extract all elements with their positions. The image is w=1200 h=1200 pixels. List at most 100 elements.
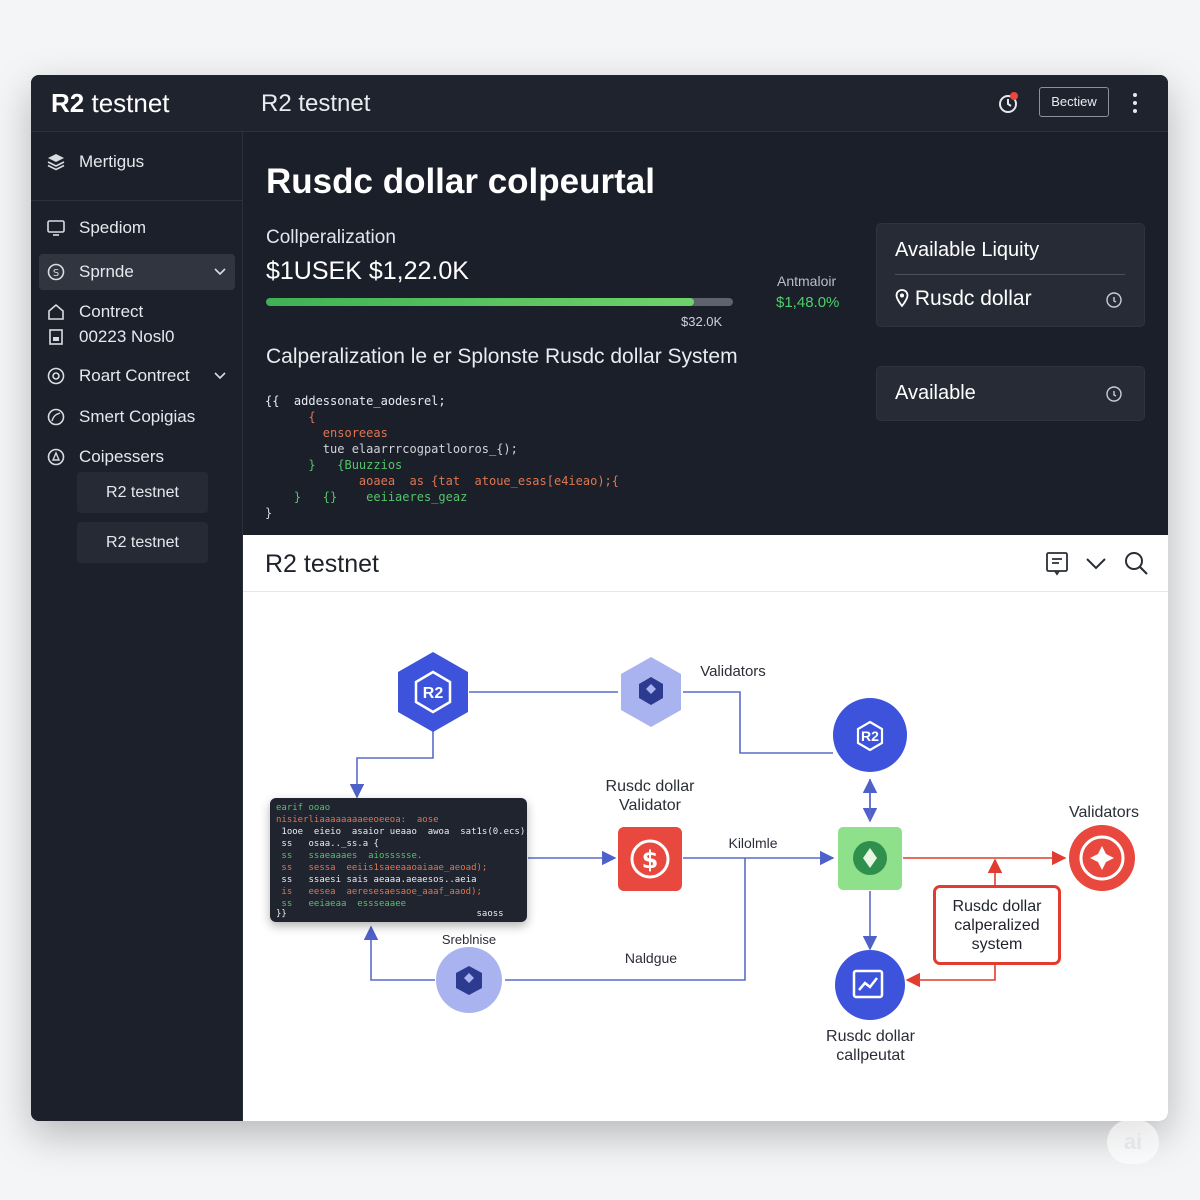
code-line: ensoreeas — [265, 426, 388, 440]
top-bar: R2 testnet R2 testnet Bectiew — [31, 75, 1168, 132]
edge-naldgue — [505, 858, 746, 981]
location-pin-icon — [895, 289, 909, 308]
panel-header: R2 testnet — [243, 535, 1168, 592]
sidebar-item-label: Sprnde — [79, 262, 134, 281]
sidebar-subitem-r2-testnet-2[interactable]: R2 testnet — [77, 522, 208, 563]
validators-right-label: Validators — [1069, 804, 1139, 821]
bottom-label-line-2: callpeutat — [836, 1047, 905, 1064]
page-title: Rusdc dollar colpeurtal — [266, 162, 655, 201]
sidebar-item-label: Smert Copigias — [79, 407, 196, 426]
sidebar-item-smert-copigias[interactable]: Smert Copigias — [39, 399, 235, 435]
green-validator-node[interactable] — [838, 827, 902, 890]
code-line: { — [265, 410, 316, 424]
chevron-down-icon[interactable] — [1083, 550, 1109, 576]
panel-title: R2 testnet — [265, 550, 379, 578]
sidebar-item-coipessers[interactable]: Coipessers — [39, 439, 235, 475]
validators-red-node[interactable] — [1069, 825, 1135, 891]
info-icon[interactable] — [1106, 386, 1122, 402]
code-line: }} saoss — [276, 909, 504, 919]
sidebar-item-spediom[interactable]: Spediom — [39, 210, 235, 246]
brand-logo[interactable]: R2 testnet — [51, 88, 170, 119]
progress-amount: $32.0K — [681, 314, 723, 329]
code-line: nisierliaaaaaaaaeeoeeoa: aose — [276, 815, 439, 825]
sidebar-item-roart-contrect[interactable]: Roart Contrect — [39, 358, 235, 394]
stablise-label: Sreblnise — [441, 932, 497, 947]
sidebar-item-label: Roart Contrect — [79, 366, 190, 385]
code-line: } {} eeiiaeres_geaz — [265, 490, 468, 504]
contract-code-block: earif ooao nisierliaaaaaaaaeeoeeoa: aose… — [270, 798, 531, 922]
ethereum-icon — [863, 848, 877, 868]
code-line: {{ addessonate_aodesrel; — [265, 394, 446, 408]
code-line: aoaea as {tat atoue_esas[e4ieao);{ — [265, 474, 620, 488]
code-line: is eesea aeresesaesaoe_aaaf_aaod); — [276, 887, 482, 897]
bottom-label-line-1: Rusdc dollar — [826, 1028, 915, 1045]
available-liquidity-card[interactable]: Available Liquity Rusdc dollar — [876, 223, 1145, 327]
ai-watermark: ai — [1107, 1120, 1159, 1164]
validator-hexagon-node[interactable] — [621, 657, 681, 727]
code-line: ss sessa eeiis1saeeaaoaiaae_aeoad); — [276, 863, 488, 873]
svg-text:S: S — [53, 268, 59, 279]
more-menu-icon[interactable] — [1129, 91, 1141, 115]
collateral-label: Collperalization — [266, 227, 396, 248]
sidebar-item-sprnde[interactable]: S Sprnde — [39, 254, 235, 290]
edge-validator-to-r2-node — [683, 691, 833, 754]
available-card[interactable]: Available — [876, 366, 1145, 421]
top-action-button[interactable]: Bectiew — [1039, 87, 1109, 117]
code-line: earif ooao — [276, 803, 331, 813]
search-icon[interactable] — [1123, 550, 1149, 576]
sidebar-item-label: 00223 Nosl0 — [79, 327, 175, 346]
code-line: tue elaarrrcogpatlooros_{); — [265, 442, 518, 456]
sidebar-subitem-r2-testnet-1[interactable]: R2 testnet — [77, 472, 208, 513]
window-title: R2 testnet — [261, 90, 371, 117]
collateralized-system-box[interactable]: Rusdc dollar calperalized system — [933, 885, 1061, 965]
main-overview: Rusdc dollar colpeurtal Collperalization… — [243, 132, 1168, 535]
sidebar-item-contrect[interactable]: Contrect — [39, 294, 235, 330]
collateral-value: $1USEK $1,22.0K — [266, 257, 469, 285]
edge-stablise-to-code — [363, 925, 435, 981]
dollar-validator-node[interactable]: $ — [618, 827, 682, 891]
token-icon — [47, 367, 65, 385]
card-divider — [895, 274, 1125, 275]
sidebar-divider — [31, 200, 242, 201]
collateral-circle-node[interactable] — [835, 950, 905, 1020]
naldgue-label: Naldgue — [624, 950, 678, 966]
code-line: } {Buuzzios — [265, 458, 403, 472]
stablise-hexagon-node[interactable] — [436, 947, 502, 1013]
r2-node-label: R2 — [423, 685, 444, 702]
r2-hexagon-node[interactable]: R2 — [398, 652, 468, 732]
code-line: ss ssaeaaaes aiossssse. — [276, 851, 423, 861]
clipboard-icon[interactable] — [1044, 550, 1070, 576]
redbox-line-2: calperalized — [954, 917, 1040, 934]
validators-top-label: Validators — [700, 663, 766, 680]
sidebar-item-mertigus[interactable]: Mertigus — [39, 144, 235, 180]
sidebar-item-00223[interactable]: 00223 Nosl0 — [39, 319, 235, 355]
code-snippet: {{ addessonate_aodesrel; { ensoreeas tue… — [265, 394, 685, 524]
validator-label-line-2: Validator — [619, 797, 681, 814]
code-line: } — [265, 506, 273, 520]
card-title: Available — [895, 382, 976, 404]
redbox-line-3: system — [971, 936, 1023, 953]
brand-bold: R2 — [51, 88, 85, 118]
document-chart-icon — [852, 969, 884, 999]
code-line: ss osaa.._ss.a { — [276, 839, 379, 849]
bottom-node-label: Rusdc dollar callpeutat — [808, 1027, 933, 1065]
info-icon[interactable] — [1106, 292, 1122, 308]
r2-circle-label: R2 — [861, 728, 879, 744]
code-line: 1ooe eieio asaior ueaao awoa sat1s(0.ecs… — [276, 827, 531, 837]
sidebar: Mertigus Spediom S Sprnde Contrect — [31, 132, 243, 1121]
diagram-canvas: R2 R2 $ — [349, 652, 1135, 1020]
code-line: ss eeiaeaa essseaaee — [276, 899, 407, 909]
edge-r2-to-code — [349, 727, 434, 799]
coin-icon: S — [47, 263, 65, 281]
collateral-progress-bar — [266, 298, 733, 306]
code-line: ss ssaesi sais aeaaa.aeaesos..aeia — [276, 875, 477, 885]
svg-text:$: $ — [642, 846, 659, 874]
side-stat-label: Antmaloir — [777, 273, 837, 289]
progress-fill — [266, 298, 694, 306]
validator-label-line-1: Rusdc dollar — [605, 778, 695, 795]
flow-diagram: R2 R2 $ — [243, 592, 1168, 1121]
notification-icon[interactable] — [997, 91, 1021, 115]
r2-circle-node[interactable]: R2 — [833, 698, 907, 772]
edge-redbox-to-bottom — [905, 962, 996, 988]
sidebar-item-label: Contrect — [79, 302, 144, 321]
